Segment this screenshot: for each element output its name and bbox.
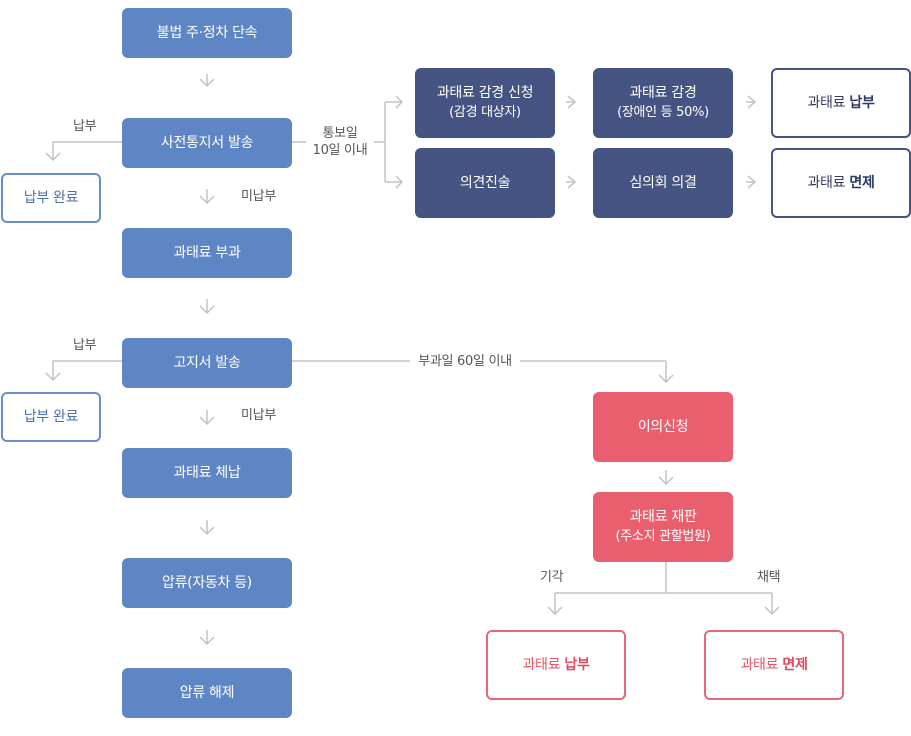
trial-title: 과태료 재판 <box>629 509 697 525</box>
opinion-statement-box: 의견진술 <box>415 148 555 218</box>
down-arrow-icon <box>199 299 215 315</box>
result-prefix: 과태료 <box>807 94 850 111</box>
step-fine-imposed: 과태료 부과 <box>122 228 292 278</box>
result-prefix: 과태료 <box>807 174 850 191</box>
notice-deadline-line1: 통보일 <box>322 126 358 141</box>
result-emphasis: 면제 <box>782 656 808 673</box>
objection-label: 이의신청 <box>637 418 689 435</box>
reduction-request-title: 과태료 감경 신청 <box>436 85 534 101</box>
reduction-title: 과태료 감경 <box>629 85 697 101</box>
result-exemption-label: 과태료 면제 <box>807 174 874 193</box>
trial-result-exemption-box: 과태료 면제 <box>704 630 844 700</box>
result-payment-label: 과태료 납부 <box>807 94 874 113</box>
step-label: 고지서 발송 <box>173 354 241 371</box>
objection-box: 이의신청 <box>593 392 733 462</box>
step-seizure: 압류(자동차 등) <box>122 558 292 608</box>
committee-decision-box: 심의회 의결 <box>593 148 733 218</box>
result-exemption-box: 과태료 면제 <box>771 148 911 218</box>
down-arrow-icon <box>199 74 215 88</box>
result-prefix: 과태료 <box>740 656 783 673</box>
committee-decision-label: 심의회 의결 <box>629 174 697 191</box>
notice-deadline-line2: 10일 이내 <box>312 143 368 158</box>
result-emphasis: 면제 <box>849 174 875 191</box>
step-label: 사전통지서 발송 <box>160 134 254 151</box>
reduction-request-sub: (감경 대상자) <box>449 105 521 120</box>
down-arrow-icon <box>199 630 215 646</box>
step-enforcement: 불법 주·정차 단속 <box>122 8 292 58</box>
step-seizure-release: 압류 해제 <box>122 668 292 718</box>
paid-label: 납부 <box>73 338 97 353</box>
reduction-sub: (장애인 등 50%) <box>617 105 709 120</box>
trial-result-payment-label: 과태료 납부 <box>522 656 589 675</box>
unpaid-label: 미납부 <box>241 189 276 204</box>
step-label: 불법 주·정차 단속 <box>156 24 258 41</box>
trial-sub: (주소지 관할법원) <box>615 529 711 544</box>
result-payment-box: 과태료 납부 <box>771 68 911 138</box>
reduction-box: 과태료 감경 (장애인 등 50%) <box>593 68 733 138</box>
result-prefix: 과태료 <box>522 656 565 673</box>
step-fine-overdue: 과태료 체납 <box>122 448 292 498</box>
notice-deadline-label: 통보일 10일 이내 <box>306 125 374 159</box>
down-arrow-icon <box>199 520 215 536</box>
result-emphasis: 납부 <box>564 656 590 673</box>
dismissed-label: 기각 <box>540 570 564 585</box>
accepted-label: 채택 <box>757 570 781 585</box>
paid-complete-label: 납부 완료 <box>23 189 79 206</box>
reduction-request-box: 과태료 감경 신청 (감경 대상자) <box>415 68 555 138</box>
objection-deadline-label: 부과일 60일 이내 <box>410 353 520 370</box>
step-label: 압류 해제 <box>179 684 235 701</box>
paid-label: 납부 <box>73 119 97 134</box>
trial-result-payment-box: 과태료 납부 <box>486 630 626 700</box>
step-label: 과태료 체납 <box>173 464 241 481</box>
step-bill-sent: 고지서 발송 <box>122 338 292 388</box>
result-emphasis: 납부 <box>849 94 875 111</box>
step-pre-notice: 사전통지서 발송 <box>122 118 292 168</box>
paid-complete-label: 납부 완료 <box>23 408 79 425</box>
step-label: 과태료 부과 <box>173 244 241 261</box>
step-label: 압류(자동차 등) <box>162 574 252 591</box>
trial-box: 과태료 재판 (주소지 관할법원) <box>593 492 733 562</box>
down-arrow-icon <box>199 189 215 205</box>
opinion-statement-label: 의견진술 <box>459 174 511 191</box>
paid-complete-box: 납부 완료 <box>1 173 101 223</box>
unpaid-label: 미납부 <box>241 408 276 423</box>
down-arrow-icon <box>199 410 215 426</box>
paid-complete-box: 납부 완료 <box>1 392 101 442</box>
trial-result-exemption-label: 과태료 면제 <box>740 656 807 675</box>
